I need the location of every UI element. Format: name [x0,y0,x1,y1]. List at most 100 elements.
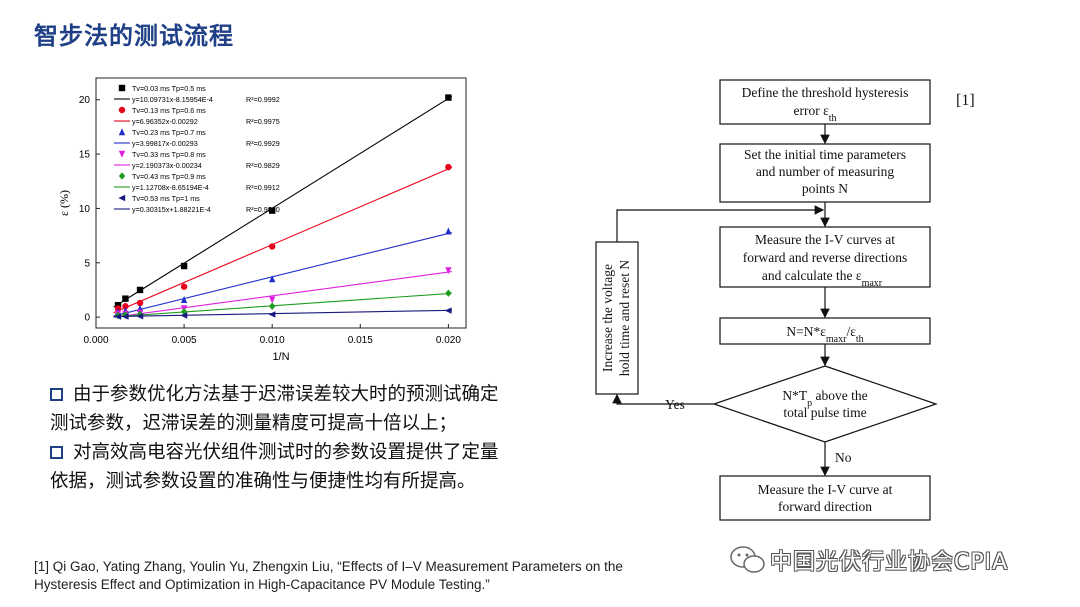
x-tick-label: 0.020 [436,335,461,346]
y-tick-label: 15 [79,150,91,161]
fit-line-series-1 [113,95,453,308]
flow-box-threshold-line-1: Define the threshold hysteresis [742,85,909,100]
bullet-2-line-2: 依据，测试参数设置的准确性与便捷性均有所提高。 [50,471,476,492]
data-point-series-1 [180,262,188,270]
fit-line-series-5 [113,292,452,318]
legend-r2-2: R²=0.9975 [246,117,280,126]
legend-r2-5: R²=0.9912 [246,183,280,192]
legend-r2-4: R²=0.9829 [246,161,280,170]
data-point-series-4 [268,296,276,304]
flow-box-init-line-1: Set the initial time parameters [744,147,906,162]
data-point-series-1 [114,301,122,309]
fit-line-series-6 [113,309,452,318]
watermark: 中国光伏行业协会CPIA [728,540,1058,580]
watermark-text: 中国光伏行业协会CPIA [770,550,1009,575]
data-point-series-1 [136,286,144,294]
bullet-2-line-1: 对高效高电容光伏组件测试时的参数设置提供了定量 [73,442,499,463]
flow-box-init [719,143,931,203]
legend-marker-1 [118,84,126,92]
flow-box-forward-line-1: Measure the I-V curve at [758,482,893,497]
flow-decision-line-2: total pulse time [783,405,866,420]
legend-fit-5: y=1.12708x-8.65194E-4 [132,183,209,192]
y-tick-label: 0 [84,313,90,324]
bullet-item-1: 由于参数优化方法基于迟滞误差较大时的预测试确定 测试参数，迟滞误差的测量精度可提… [50,380,570,438]
legend-fit-3: y=3.99817x-0.00293 [132,139,198,148]
fit-line-series-3 [113,231,453,317]
flowchart-reference: [1] [956,92,975,109]
legend-entry-1: Tv=0.03 ms Tp=0.5 ms [132,84,206,93]
legend-fit-1: y=10.09731x-8.15954E-4 [132,95,213,104]
data-point-series-1 [445,94,452,101]
legend-r2-6: R²=0.9080 [246,205,280,214]
data-point-series-3 [268,275,276,283]
flow-box-threshold-line-2: error εth [793,103,836,124]
flow-decision-line-1: N*Tp above the [782,388,867,409]
data-point-series-6 [268,311,276,318]
page-title: 智步法的测试流程 [34,22,234,50]
flow-box-update-n-text: N=N*εmaxr/εth [786,324,863,345]
flow-box-forward [719,475,931,521]
data-point-series-6 [180,312,188,319]
data-point-series-2 [136,299,144,307]
data-point-series-5 [268,302,276,310]
legend-entry-5: Tv=0.43 ms Tp=0.9 ms [132,172,206,181]
flow-box-init-line-3: points N [802,181,848,196]
data-point-series-3 [180,296,188,303]
flow-box-forward-line-2: forward direction [778,499,872,514]
x-tick-label: 0.015 [348,335,373,346]
flowchart-svg: Define the threshold hysteresis error εt… [595,79,938,521]
data-point-series-2 [180,283,188,290]
data-point-series-4 [445,267,452,275]
legend-marker-2 [118,106,126,114]
fit-line-series-2 [113,166,453,314]
flowchart: Define the threshold hysteresis error εt… [590,70,950,560]
flow-decision [712,365,938,443]
x-tick-label: 0.010 [260,335,285,346]
flow-box-update-n [719,317,931,345]
data-point-series-6 [444,307,452,314]
flow-side-line-2: hold time and reset N [617,260,632,376]
legend-r2-3: R²=0.9929 [246,139,280,148]
legend-r2-1: R²=0.9992 [246,95,280,104]
bullet-list: 由于参数优化方法基于迟滞误差较大时的预测试确定 测试参数，迟滞误差的测量精度可提… [50,380,570,496]
flow-box-threshold [719,79,931,125]
legend-entry-6: Tv=0.53 ms Tp=1 ms [132,194,200,203]
data-point-series-6 [136,313,144,320]
data-point-series-3 [445,227,452,235]
data-point-series-1 [268,207,276,214]
flow-box-measure-line-2: forward and reverse directions [743,250,908,265]
data-point-series-6 [114,313,122,320]
x-tick-label: 0.000 [83,335,108,346]
y-tick-label: 10 [79,204,91,215]
flow-box-measure-iv [719,226,931,288]
legend-marker-3 [118,128,126,136]
square-bullet-icon [50,446,63,459]
flow-no-label: No [835,450,852,465]
bullet-1-line-1: 由于参数优化方法基于迟滞误差较大时的预测试确定 [73,384,499,405]
legend-marker-5 [118,172,126,180]
y-axis-label: ε (%) [57,190,71,216]
wechat-logo-icon [730,546,765,573]
legend-entry-2: Tv=0.13 ms Tp=0.6 ms [132,106,206,115]
legend-entry-4: Tv=0.33 ms Tp=0.8 ms [132,150,206,159]
legend-fit-2: y=6.96352x-0.00292 [132,117,198,126]
data-point-series-6 [121,313,129,320]
data-point-series-1 [122,295,129,302]
y-tick-label: 20 [79,95,91,106]
flow-yes-label: Yes [665,397,685,412]
y-tick-label: 5 [84,258,90,269]
legend-marker-4 [118,150,126,158]
legend-fit-4: y=2.190373x-0.00234 [132,161,202,170]
data-point-series-2 [445,163,452,171]
plot-frame [95,77,467,329]
data-point-series-2 [268,243,276,250]
bullet-item-2: 对高效高电容光伏组件测试时的参数设置提供了定量 依据，测试参数设置的准确性与便捷… [50,438,570,496]
flow-side-line-1: Increase the voltage [600,264,615,372]
flow-box-increase-voltage [595,241,639,395]
square-bullet-icon [50,388,63,401]
data-point-series-2 [122,303,129,310]
legend-marker-6 [118,194,126,202]
x-axis-label: 1/N [272,351,289,363]
reference-footnote: [1] Qi Gao, Yating Zhang, Youlin Yu, Zhe… [34,559,623,592]
legend-entry-3: Tv=0.23 ms Tp=0.7 ms [132,128,206,137]
